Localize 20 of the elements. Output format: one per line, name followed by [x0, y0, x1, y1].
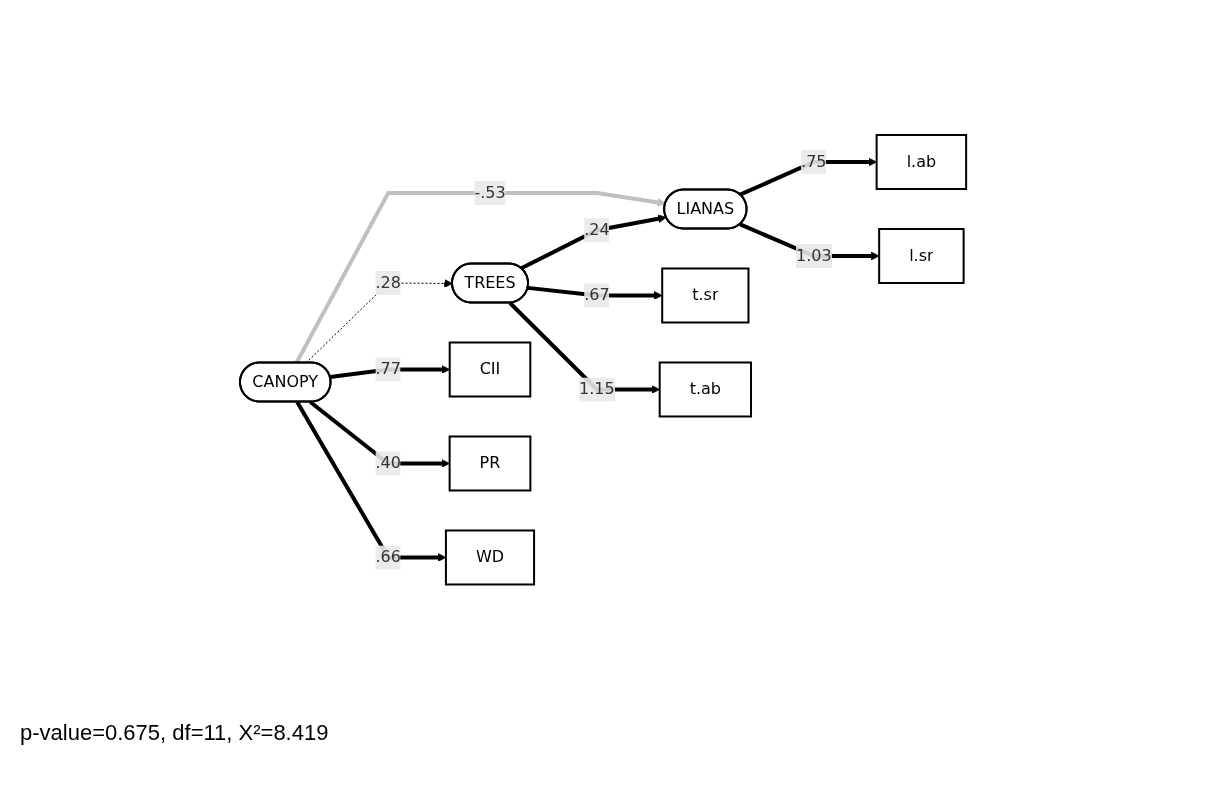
node-box: PR — [449, 435, 532, 492]
node-box: WD — [445, 529, 536, 586]
edge-label: .28 — [375, 273, 402, 293]
edge-label: -.53 — [474, 183, 507, 203]
node-box: t.sr — [661, 267, 750, 324]
arrow — [520, 214, 668, 271]
edge-label: .75 — [801, 152, 827, 172]
edge-label: .24 — [584, 220, 611, 240]
edge-label: 1.03 — [796, 246, 833, 266]
node-box: t.ab — [659, 361, 753, 418]
node-box: l.ab — [876, 134, 968, 191]
edge-label: .77 — [375, 359, 402, 379]
node-box: CII — [449, 341, 532, 398]
edge-label: .66 — [375, 547, 402, 567]
fit-statistics-note: p-value=0.675, df=11, X²=8.419 — [20, 720, 329, 746]
edge-label: .40 — [375, 453, 402, 473]
edge-label: .67 — [584, 285, 611, 305]
arrow — [295, 401, 447, 563]
edge-label: 1.15 — [579, 379, 616, 399]
node-box: l.sr — [878, 228, 966, 285]
